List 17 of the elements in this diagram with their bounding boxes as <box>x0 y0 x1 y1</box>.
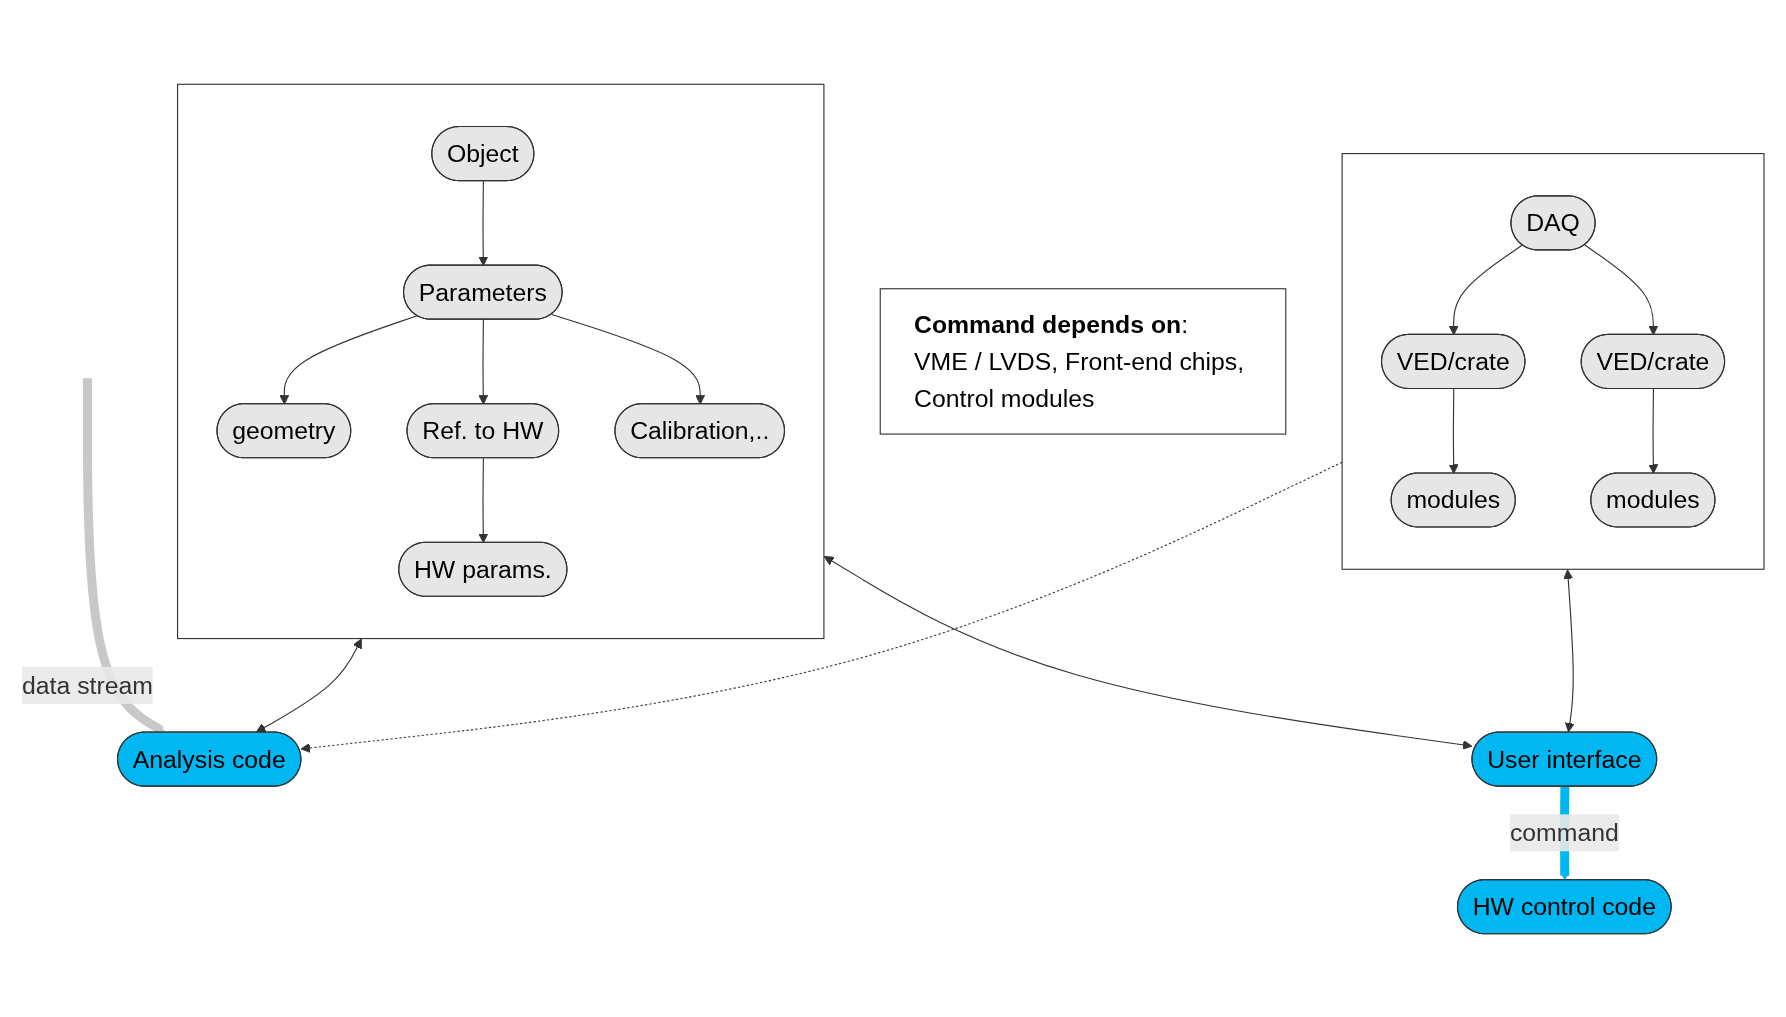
arrow <box>478 318 489 405</box>
arrow <box>1648 387 1659 474</box>
arrow <box>551 313 706 405</box>
arrow <box>256 638 362 732</box>
edge-label: data stream <box>22 670 153 699</box>
arrow <box>1448 387 1459 474</box>
arrow <box>1448 244 1523 335</box>
cluster <box>1341 152 1765 570</box>
arrow <box>279 314 418 405</box>
arrow <box>1584 244 1659 335</box>
arrow <box>823 555 1473 750</box>
node-box: Command depends on: VME / LVDS, Front-end chips, Control modules <box>879 287 1287 435</box>
arrow <box>1563 568 1575 732</box>
edge-label: command <box>1509 818 1619 847</box>
arrow <box>478 180 489 266</box>
arrow <box>478 457 489 543</box>
cluster <box>177 83 825 639</box>
